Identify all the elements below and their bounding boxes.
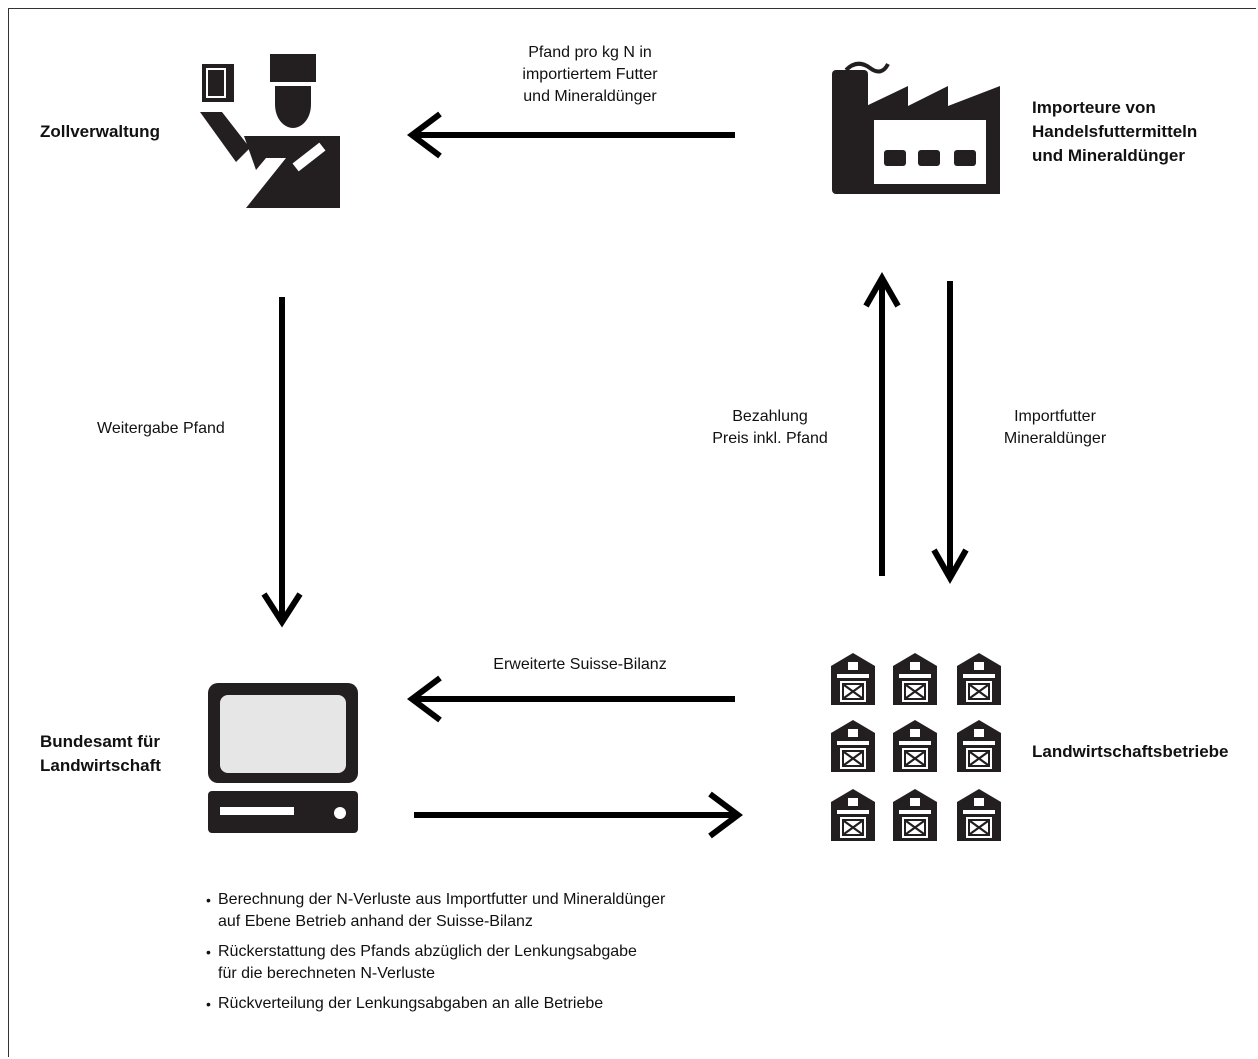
list-item-line: Rückverteilung der Lenkungsabgaben an al…: [218, 995, 604, 1012]
node-bundesamt-line2: Landwirtschaft: [40, 756, 161, 775]
list-item: Rückverteilung der Lenkungsabgaben an al…: [204, 993, 764, 1015]
barn-icon: [955, 718, 1003, 774]
list-item-line: für die berechneten N-Verluste: [218, 965, 436, 982]
list-item: Rückerstattung des Pfands abzüglich der …: [204, 941, 764, 985]
process-notes-list: Berechnung der N-Verluste aus Importfutt…: [204, 889, 764, 1023]
node-importeure-line3: und Mineraldünger: [1032, 146, 1185, 165]
arrow-bezahlung: [863, 271, 901, 576]
factory-icon: [832, 61, 1000, 194]
barn-icon: [829, 787, 877, 843]
barn-icon: [955, 787, 1003, 843]
list-item-line: Berechnung der N-Verluste aus Importfutt…: [218, 891, 666, 908]
node-importeure-line1: Importeure von: [1032, 98, 1156, 117]
arrow-weitergabe: [261, 297, 303, 628]
arrow-rueckerstattung: [414, 791, 743, 839]
barn-icon: [829, 651, 877, 707]
list-item-line: Rückerstattung des Pfands abzüglich der …: [218, 943, 637, 960]
node-bundesamt: Bundesamt für Landwirtschaft: [40, 730, 161, 778]
edge-label-bilanz: Erweiterte Suisse-Bilanz: [493, 656, 667, 673]
customs-officer-icon: [200, 54, 340, 208]
list-item: Berechnung der N-Verluste aus Importfutt…: [204, 889, 764, 933]
edge-label-weitergabe: Weitergabe Pfand: [97, 420, 225, 437]
edge-label-pfand: Pfand pro kg N in importiertem Futter un…: [480, 42, 700, 108]
edge-label-pfand-line3: und Mineraldünger: [523, 88, 657, 105]
list-item-line: auf Ebene Betrieb anhand der Suisse-Bila…: [218, 913, 533, 930]
edge-label-importfutter: Importfutter Mineraldünger: [985, 406, 1125, 450]
barn-icon: [891, 718, 939, 774]
edge-label-pfand-line1: Pfand pro kg N in: [528, 44, 652, 61]
diagram-frame: [8, 8, 1256, 1057]
node-bundesamt-line1: Bundesamt für: [40, 732, 160, 751]
barn-icon: [955, 651, 1003, 707]
edge-label-bezahlung-line2: Preis inkl. Pfand: [712, 430, 828, 447]
arrow-importfutter: [931, 281, 969, 585]
node-importeure-line2: Handelsfuttermitteln: [1032, 122, 1198, 141]
edge-label-bezahlung-line1: Bezahlung: [732, 408, 808, 425]
edge-label-pfand-line2: importiertem Futter: [522, 66, 658, 83]
arrow-bilanz: [407, 675, 735, 723]
computer-icon: [208, 683, 358, 833]
barn-icon: [891, 651, 939, 707]
barn-icon: [891, 787, 939, 843]
edge-label-bezahlung: Bezahlung Preis inkl. Pfand: [700, 406, 840, 450]
edge-label-importfutter-line1: Importfutter: [1014, 408, 1096, 425]
arrow-pfand: [407, 111, 735, 159]
node-landwirtschaftsbetriebe: Landwirtschaftsbetriebe: [1032, 742, 1229, 761]
barn-icon: [829, 718, 877, 774]
edge-label-importfutter-line2: Mineraldünger: [1003, 430, 1107, 447]
node-importeure: Importeure von Handelsfuttermitteln und …: [1032, 96, 1197, 168]
node-zollverwaltung: Zollverwaltung: [40, 122, 160, 141]
